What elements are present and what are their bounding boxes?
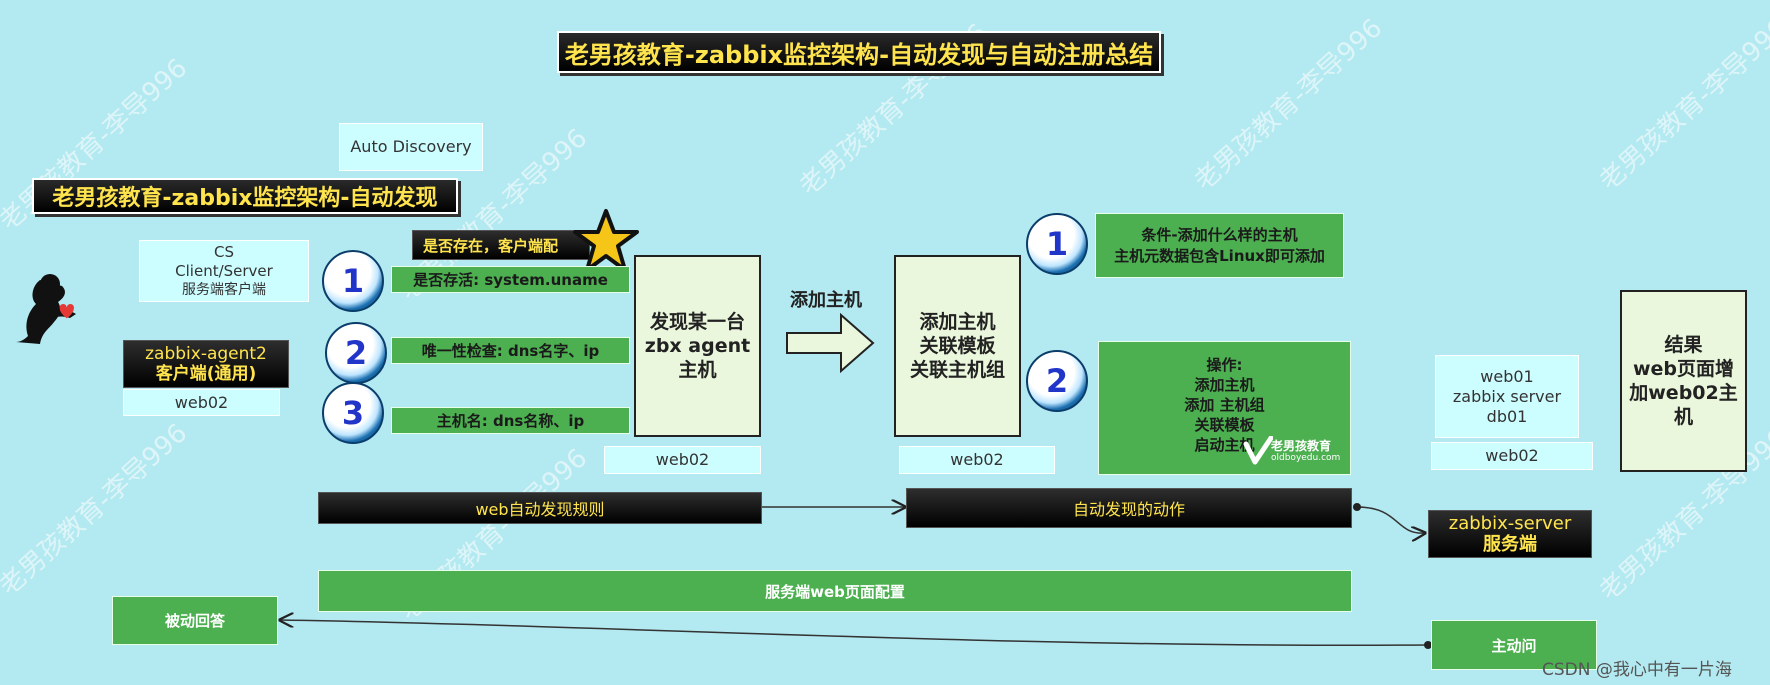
server-line1: zabbix-server — [1448, 513, 1572, 534]
check-3-number: 3 — [322, 382, 384, 444]
add-host-name: web02 — [899, 446, 1055, 474]
agent-line1: zabbix-agent2 — [145, 344, 267, 364]
add-line: 关联模板 — [919, 335, 996, 357]
logo-brand: 老男孩教育 — [1271, 439, 1332, 453]
passive-answer-box: 被动回答 — [112, 596, 278, 645]
section-title: 老男孩教育-zabbix监控架构-自动发现 — [32, 178, 458, 214]
footer-credit: CSDN @我心中有一片海 — [1542, 660, 1732, 680]
discover-box: 发现某一台 zbx agent 主机 — [634, 255, 761, 437]
server-hosts-box: web01 zabbix server db01 — [1435, 355, 1579, 438]
auto-discovery-label: Auto Discovery — [339, 123, 483, 171]
operation-line: 操作: — [1206, 356, 1243, 374]
zabbix-server-box: zabbix-server 服务端 — [1428, 510, 1592, 558]
condition-line: 条件-添加什么样的主机 — [1141, 225, 1298, 244]
active-ask-box: 主动问 — [1431, 620, 1597, 670]
discover-line: 发现某一台 — [649, 311, 745, 333]
add-line: 添加主机 — [919, 311, 996, 333]
server-host: db01 — [1486, 406, 1528, 426]
oldboy-logo: 老男孩教育 oldboyedu.com — [1243, 436, 1343, 468]
check-2-bar: 唯一性检查: dns名字、ip — [391, 337, 630, 364]
server-host-new: web02 — [1431, 442, 1593, 470]
add-line: 关联主机组 — [909, 359, 1005, 381]
cs-line: CS — [214, 242, 234, 261]
server-host: web01 — [1480, 366, 1534, 386]
result-line: 机 — [1673, 406, 1693, 428]
result-line: 结果 — [1664, 334, 1703, 356]
add-host-box: 添加主机 关联模板 关联主机组 — [894, 255, 1021, 437]
check-2-number: 2 — [325, 322, 387, 384]
check-1-bar: 是否存活: system.uname — [391, 266, 630, 293]
server-config-bar: 服务端web页面配置 — [318, 570, 1352, 612]
discover-host: web02 — [604, 446, 761, 474]
operation-line: 添加主机 — [1194, 376, 1255, 394]
operations-box: 操作: 添加主机 添加 主机组 关联模板 启动主机 — [1098, 341, 1351, 475]
check-logo-icon — [1243, 436, 1273, 465]
result-box: 结果 web页面增 加web02主 机 — [1620, 290, 1747, 472]
right-arrow-icon — [786, 313, 875, 373]
check-3-bar: 主机名: dns名称、ip — [391, 407, 630, 434]
add-host-label: 添加主机 — [790, 290, 862, 311]
discover-line: zbx agent — [644, 335, 751, 357]
cs-line: 服务端客户端 — [182, 281, 266, 298]
server-line2: 服务端 — [1483, 534, 1537, 555]
cs-box: CS Client/Server 服务端客户端 — [139, 240, 309, 302]
check-1-number: 1 — [322, 250, 384, 312]
discovery-action-bar: 自动发现的动作 — [906, 488, 1352, 528]
operation-line: 添加 主机组 — [1184, 396, 1265, 414]
operation-number: 2 — [1026, 350, 1088, 412]
logo-site: oldboyedu.com — [1271, 453, 1341, 463]
star-icon — [573, 209, 639, 272]
agent-line2: 客户端(通用) — [155, 364, 257, 384]
checks-note: 是否存在，客户端配 — [412, 230, 590, 260]
woman-silhouette-icon — [16, 274, 76, 344]
page-title: 老男孩教育-zabbix监控架构-自动发现与自动注册总结 — [557, 31, 1161, 73]
operation-line: 关联模板 — [1194, 416, 1255, 434]
condition-line: 主机元数据包含Linux即可添加 — [1114, 246, 1325, 265]
result-line: web页面增 — [1632, 358, 1735, 380]
server-host: zabbix server — [1452, 386, 1562, 406]
cs-line: Client/Server — [175, 261, 273, 280]
agent-host: web02 — [123, 389, 280, 416]
discover-line: 主机 — [678, 359, 717, 381]
agent-box: zabbix-agent2 客户端(通用) — [123, 340, 289, 388]
operation-line: 启动主机 — [1194, 436, 1255, 454]
condition-number: 1 — [1026, 213, 1088, 275]
conditions-box: 条件-添加什么样的主机 主机元数据包含Linux即可添加 — [1095, 213, 1344, 278]
discovery-rule-bar: web自动发现规则 — [318, 492, 762, 524]
result-line: 加web02主 — [1629, 382, 1738, 404]
